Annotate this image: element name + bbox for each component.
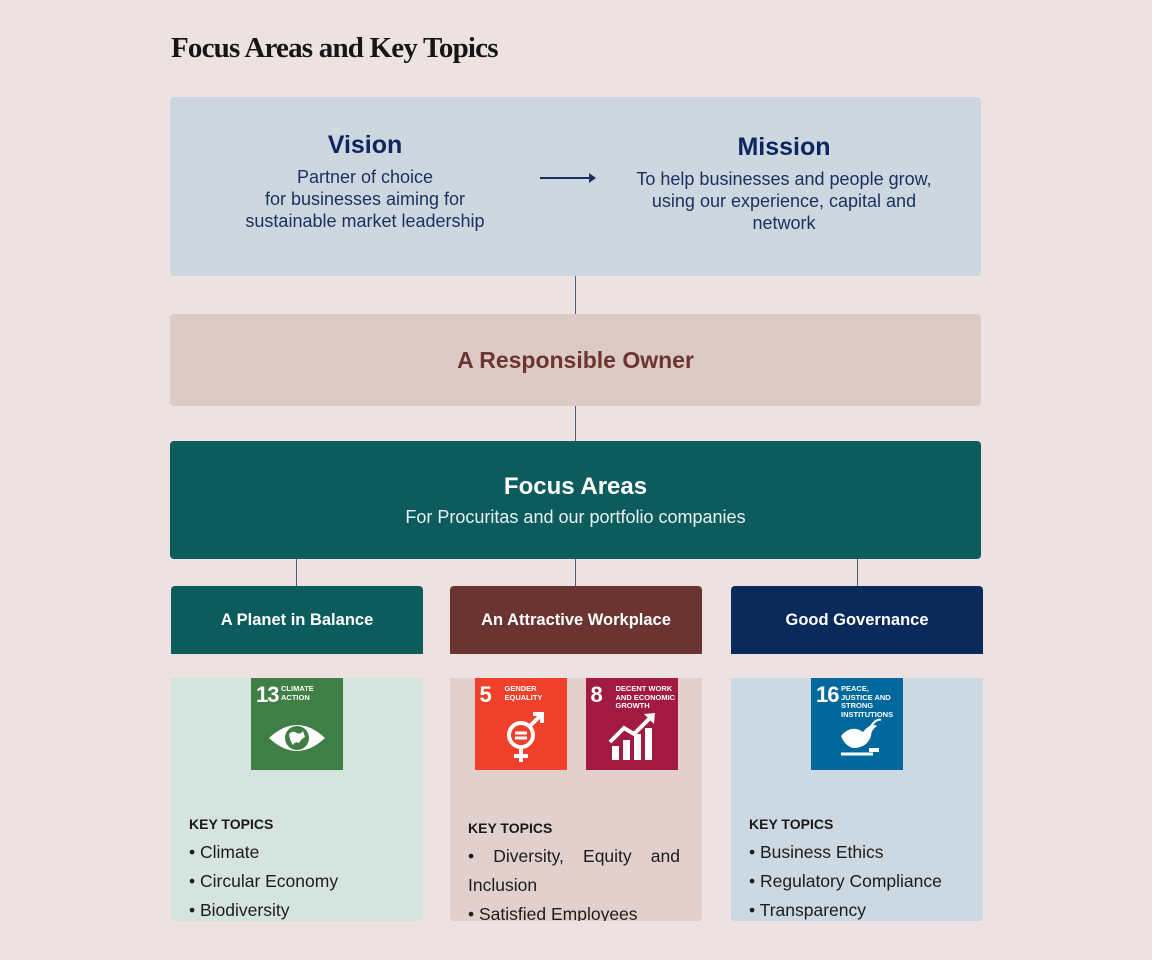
focus-card-governance: Good Governance 16 Peace, Justice and St…	[731, 586, 983, 921]
sdg-5-tile: 5 Gender Equality	[474, 678, 567, 770]
key-topics-label: KEY TOPICS	[749, 816, 834, 832]
connector-line	[575, 559, 576, 586]
sdg-name: Gender Equality	[504, 684, 543, 702]
focus-areas-box: Focus Areas For Procuritas and our portf…	[170, 441, 981, 559]
card-header: An Attractive Workplace	[450, 586, 702, 654]
card-title: Good Governance	[785, 610, 929, 629]
page-title: Focus Areas and Key Topics	[171, 32, 499, 64]
mission-section: Mission To help businesses and people gr…	[604, 133, 964, 234]
connector-line	[857, 559, 858, 586]
vision-line: for businesses aiming for	[264, 189, 466, 209]
gender-equality-icon	[506, 712, 544, 762]
sdg-name: Peace, Justice and Strong Institutions	[841, 684, 894, 719]
vision-line: Partner of choice	[296, 167, 434, 187]
topic-list: • Diversity, Equity and Inclusion • Sati…	[468, 842, 680, 921]
vision-title: Vision	[327, 131, 403, 159]
mission-line: To help businesses and people grow,	[636, 169, 932, 189]
sdg-number: 16	[816, 682, 840, 707]
sdg-row: 13 Climate Action	[171, 678, 423, 770]
right-arrow-icon	[540, 173, 596, 183]
sdg-number: 13	[256, 682, 280, 707]
list-item: • Circular Economy	[189, 871, 339, 891]
key-topics: KEY TOPICS • Climate • Circular Economy …	[189, 816, 401, 921]
sdg-16-tile: 16 Peace, Justice and Strong Institution…	[811, 678, 903, 770]
list-item: • Diversity, Equity and Inclusion	[468, 846, 680, 895]
list-item: • Climate	[189, 842, 260, 862]
sdg-number: 5	[479, 682, 492, 707]
connector-line	[575, 276, 576, 314]
vision-section: Vision Partner of choice for businesses …	[200, 131, 530, 232]
sdg-name: Climate Action	[281, 684, 314, 702]
card-title: An Attractive Workplace	[481, 610, 671, 629]
card-header: A Planet in Balance	[171, 586, 423, 654]
sdg-name: Decent Work and Economic Growth	[615, 684, 676, 710]
vision-line: sustainable market leadership	[245, 211, 485, 231]
sdg-13-tile: 13 Climate Action	[251, 678, 343, 770]
mission-line: network	[752, 213, 816, 233]
dove-gavel-icon	[841, 718, 882, 756]
responsible-owner-box: A Responsible Owner	[170, 314, 981, 406]
growth-chart-icon	[608, 713, 655, 760]
mission-line: using our experience, capital and	[651, 191, 917, 211]
card-title: A Planet in Balance	[220, 610, 374, 629]
connector-line	[296, 559, 297, 586]
sdg-row: 5 Gender Equality 8 Decent Work and Econ…	[450, 678, 702, 770]
list-item: • Regulatory Compliance	[749, 871, 942, 891]
focus-card-workplace: An Attractive Workplace 5 Gender Equalit…	[450, 586, 702, 921]
list-item: • Business Ethics	[749, 842, 884, 862]
list-item: • Satisfied Employees	[468, 904, 638, 921]
sdg-8-tile: 8 Decent Work and Economic Growth	[585, 678, 678, 770]
key-topics: KEY TOPICS • Business Ethics • Regulator…	[749, 816, 961, 921]
sdg-number: 8	[590, 682, 603, 707]
mission-title: Mission	[737, 133, 831, 161]
connector-line	[575, 406, 576, 441]
vision-mission-box: Vision Partner of choice for businesses …	[170, 97, 981, 276]
card-body: 5 Gender Equality 8 Decent Work and Econ…	[450, 678, 702, 921]
focus-card-planet: A Planet in Balance 13 Climate Action KE…	[171, 586, 423, 921]
list-item: • Biodiversity	[189, 900, 290, 920]
card-body: 16 Peace, Justice and Strong Institution…	[731, 678, 983, 921]
key-topics-label: KEY TOPICS	[468, 820, 553, 836]
card-header: Good Governance	[731, 586, 983, 654]
responsible-owner-label: A Responsible Owner	[457, 346, 694, 373]
topic-list: • Climate • Circular Economy • Biodivers…	[189, 838, 401, 921]
sdg-row: 16 Peace, Justice and Strong Institution…	[731, 678, 983, 770]
topic-list: • Business Ethics • Regulatory Complianc…	[749, 838, 961, 921]
focus-areas-title: Focus Areas	[503, 473, 648, 500]
eye-globe-icon	[269, 725, 325, 751]
key-topics-label: KEY TOPICS	[189, 816, 274, 832]
card-body: 13 Climate Action KEY TOPICS • Climate •…	[171, 678, 423, 921]
list-item: • Transparency	[749, 900, 867, 920]
focus-areas-subtitle: For Procuritas and our portfolio compani…	[405, 507, 746, 527]
key-topics: KEY TOPICS • Diversity, Equity and Inclu…	[468, 820, 680, 921]
